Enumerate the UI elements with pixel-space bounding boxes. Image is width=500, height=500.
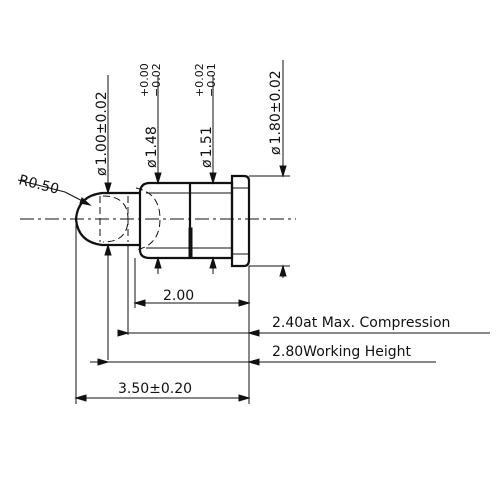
dia-3-value: 1.51 [199, 126, 215, 157]
dia-2-tol-upper: +0.00 [138, 63, 151, 97]
dia-4-symbol: ø [268, 146, 284, 155]
barrel-rear [190, 181, 234, 260]
length-max-compression-label: 2.40at Max. Compression [272, 315, 450, 331]
dia-3-tol-upper: +0.02 [193, 63, 206, 97]
dia-1-value: 1.00±0.02 [94, 91, 110, 165]
length-barrel-label: 2.00 [163, 288, 194, 304]
dia-4-value: 1.80±0.02 [268, 70, 284, 144]
length-dims: 2.00 2.40at Max. Compression 2.80Working… [74, 219, 490, 404]
diameter-dims: ø 1.00±0.02 ø 1.48 +0.00 −0.02 ø 1.51 +0.02… [94, 60, 290, 360]
barrel-body [138, 181, 190, 260]
dia-1-symbol: ø [94, 167, 110, 176]
dia-3-symbol: ø [199, 159, 215, 168]
dia-3-tol-lower: −0.01 [205, 63, 218, 97]
length-overall-label: 3.50±0.20 [118, 381, 192, 397]
dia-2-label: ø 1.48 [144, 126, 160, 168]
radius-label: R0.50 [17, 172, 61, 197]
dia-2-symbol: ø [144, 159, 160, 168]
dia-1-label: ø 1.00±0.02 [94, 91, 110, 176]
dia-4-label: ø 1.80±0.02 [268, 70, 284, 155]
part-outline [74, 174, 251, 268]
radius-callout: R0.50 [17, 172, 92, 206]
dia-3-label: ø 1.51 [199, 126, 215, 168]
flange [230, 174, 251, 268]
dia-2-tol-lower: −0.02 [150, 63, 163, 97]
length-working-height-label: 2.80Working Height [272, 344, 412, 360]
dia-2-value: 1.48 [144, 126, 160, 157]
